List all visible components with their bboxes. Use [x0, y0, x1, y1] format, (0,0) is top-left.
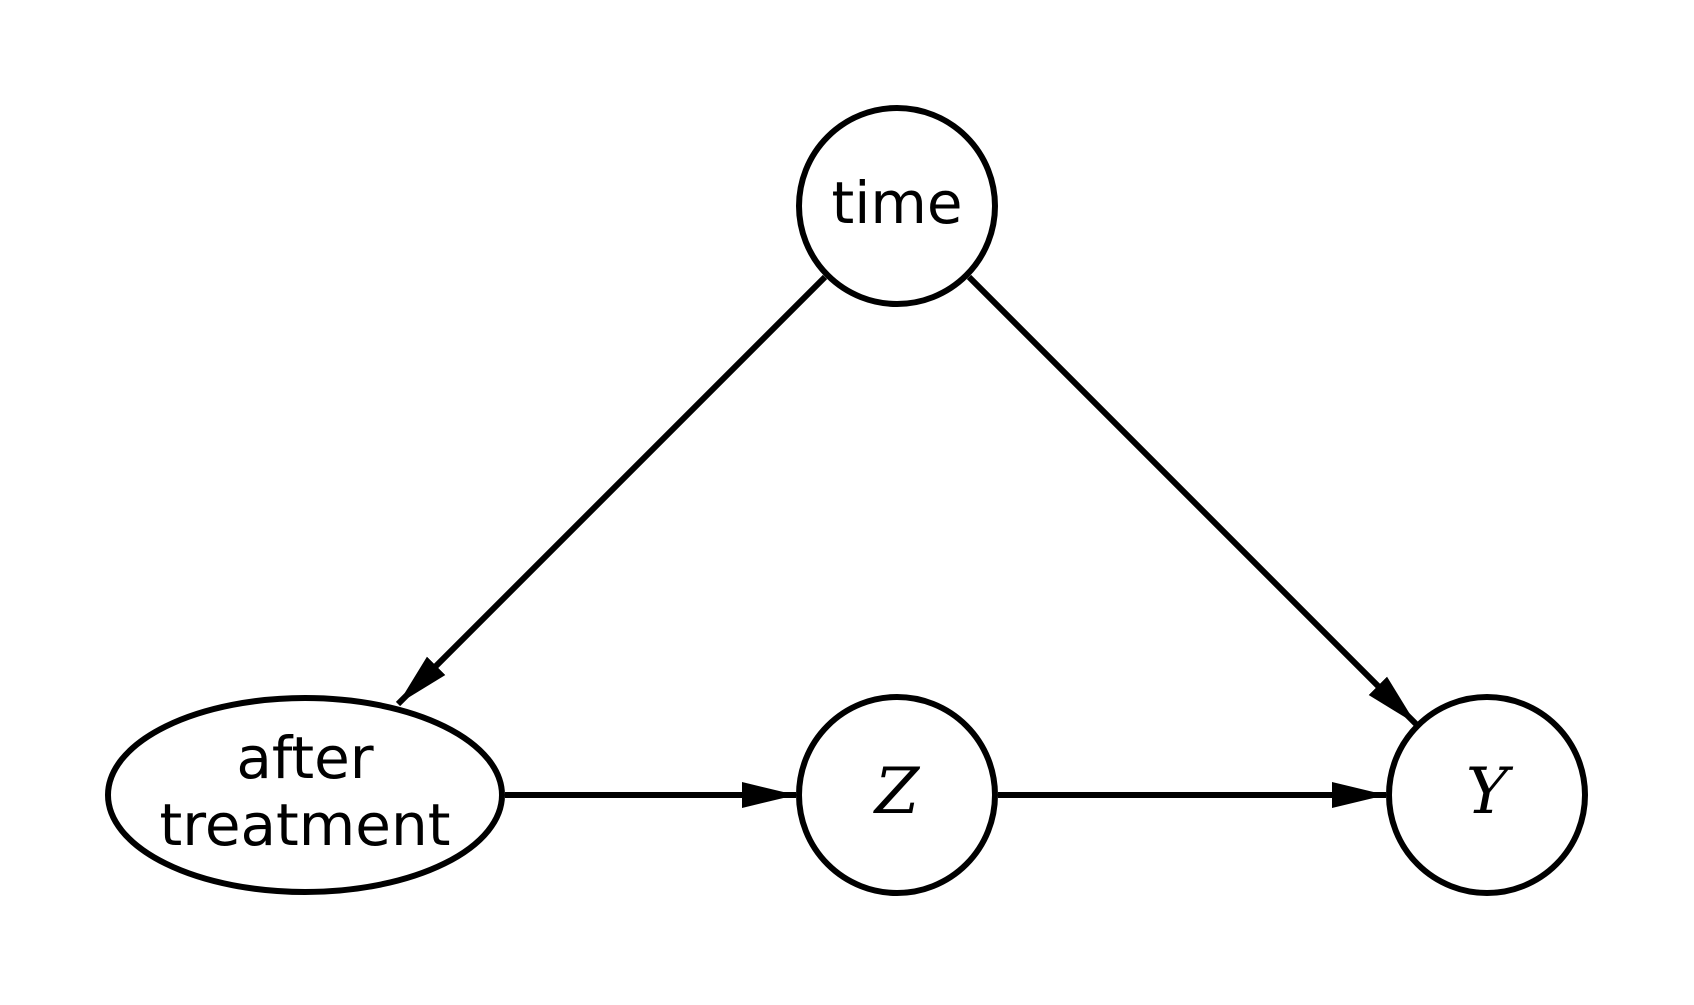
node-z-label: Z	[873, 755, 921, 829]
node-y-shape	[1386, 694, 1588, 896]
node-z: Z	[796, 694, 998, 896]
node-after-treatment-label-line2: treatment	[160, 791, 451, 859]
node-time-shape	[796, 105, 998, 307]
node-after-treatment-label-line1: after	[236, 724, 373, 792]
node-y-label: Y	[1466, 755, 1514, 829]
node-time: time	[796, 105, 998, 307]
edge-time-to-y-line	[966, 274, 1419, 727]
node-after-treatment-shape	[105, 695, 505, 895]
edge-time-to-after-treatment	[395, 274, 828, 707]
node-time-label: time	[831, 169, 962, 237]
edge-time-to-after-treatment-line	[395, 274, 828, 707]
edge-time-to-y	[966, 274, 1419, 727]
node-z-shape	[796, 694, 998, 896]
node-after-treatment: after treatment	[105, 695, 505, 895]
node-y: Y	[1386, 694, 1588, 896]
